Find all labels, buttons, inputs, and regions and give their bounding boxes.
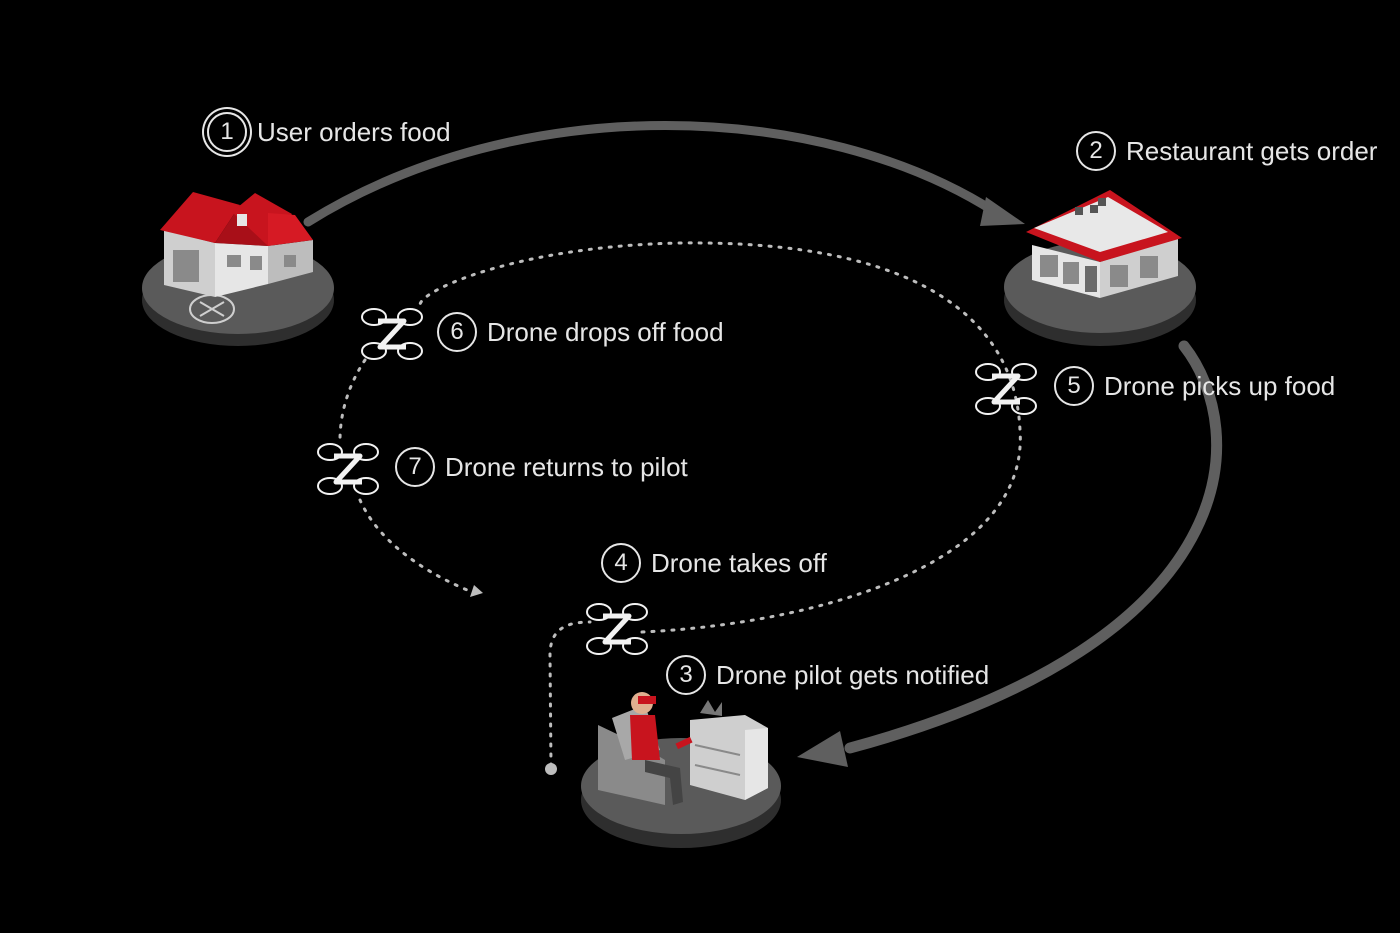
- step-2-label: 2 Restaurant gets order: [1076, 131, 1377, 171]
- drone-icon: [975, 363, 1037, 415]
- step-text: Drone picks up food: [1104, 370, 1336, 401]
- pilot-icon: [581, 692, 781, 848]
- step-1-label: 1 User orders food: [207, 112, 451, 152]
- return-arrowhead-icon: [470, 585, 483, 597]
- drone-icon: [361, 308, 423, 360]
- step-number: 5: [1054, 366, 1094, 406]
- step-number: 4: [601, 543, 641, 583]
- step-7-label: 7 Drone returns to pilot: [395, 447, 688, 487]
- step-text: User orders food: [257, 116, 451, 147]
- step-5-label: 5 Drone picks up food: [1054, 366, 1335, 406]
- step-number: 2: [1076, 131, 1116, 171]
- step-number: 3: [666, 655, 706, 695]
- order-arrow-icon: [303, 121, 1025, 227]
- step-text: Drone returns to pilot: [445, 451, 688, 482]
- restaurant-icon: [1004, 190, 1196, 346]
- step-3-label: 3 Drone pilot gets notified: [666, 655, 989, 695]
- step-6-label: 6 Drone drops off food: [437, 312, 724, 352]
- notify-arrow-icon: [797, 340, 1223, 767]
- drone-return-path: [358, 498, 474, 594]
- step-text: Restaurant gets order: [1126, 135, 1378, 166]
- step-4-label: 4 Drone takes off: [601, 543, 827, 583]
- step-text: Drone pilot gets notified: [716, 659, 990, 690]
- step-number: 7: [395, 447, 435, 487]
- step-number: 6: [437, 312, 477, 352]
- drone-icon: [586, 603, 648, 655]
- house-icon: [142, 192, 334, 346]
- step-text: Drone drops off food: [487, 316, 724, 347]
- takeoff-origin-dot: [545, 763, 557, 775]
- step-text: Drone takes off: [651, 547, 827, 578]
- drone-flight-path-left: [338, 358, 367, 442]
- takeoff-path: [548, 620, 592, 768]
- drone-icon: [317, 443, 379, 495]
- step-number: 1: [207, 112, 247, 152]
